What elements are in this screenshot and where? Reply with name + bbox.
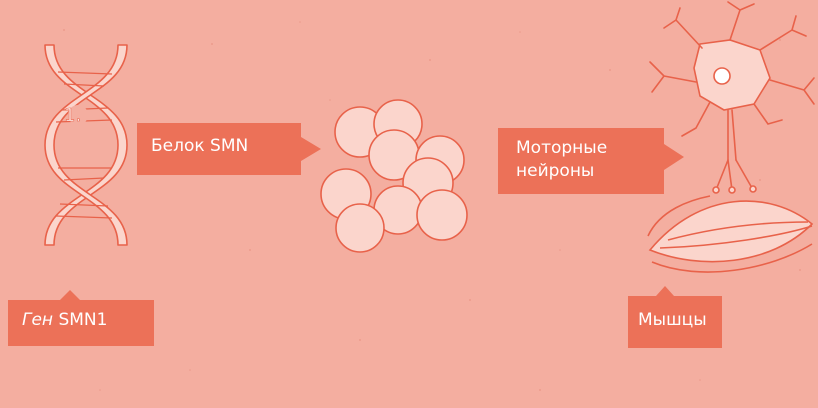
gene-label: Ген SMN1 <box>8 300 154 346</box>
muscle-label-pointer <box>656 286 674 296</box>
neurons-label-line1: Моторные <box>516 138 608 158</box>
neurons-label-pointer <box>664 144 684 170</box>
speckle-texture <box>63 21 801 391</box>
neurons-label-line2: нейроны <box>516 161 595 181</box>
muscle-icon <box>647 185 814 273</box>
neurons-label: Моторные нейроны <box>498 128 664 194</box>
protein-label: Белок SMN <box>137 123 301 175</box>
gene-label-pointer <box>60 290 80 300</box>
dna-icon <box>44 44 128 246</box>
protein-cluster-icon <box>320 99 468 253</box>
motor-neuron-icon <box>649 1 815 191</box>
gene-label-italic: Ген <box>22 310 54 330</box>
muscle-label: Мышцы <box>628 296 722 348</box>
protein-label-pointer <box>301 137 321 161</box>
gene-label-text: SMN1 <box>58 310 108 330</box>
gene-step-badge: 1. <box>64 105 81 126</box>
